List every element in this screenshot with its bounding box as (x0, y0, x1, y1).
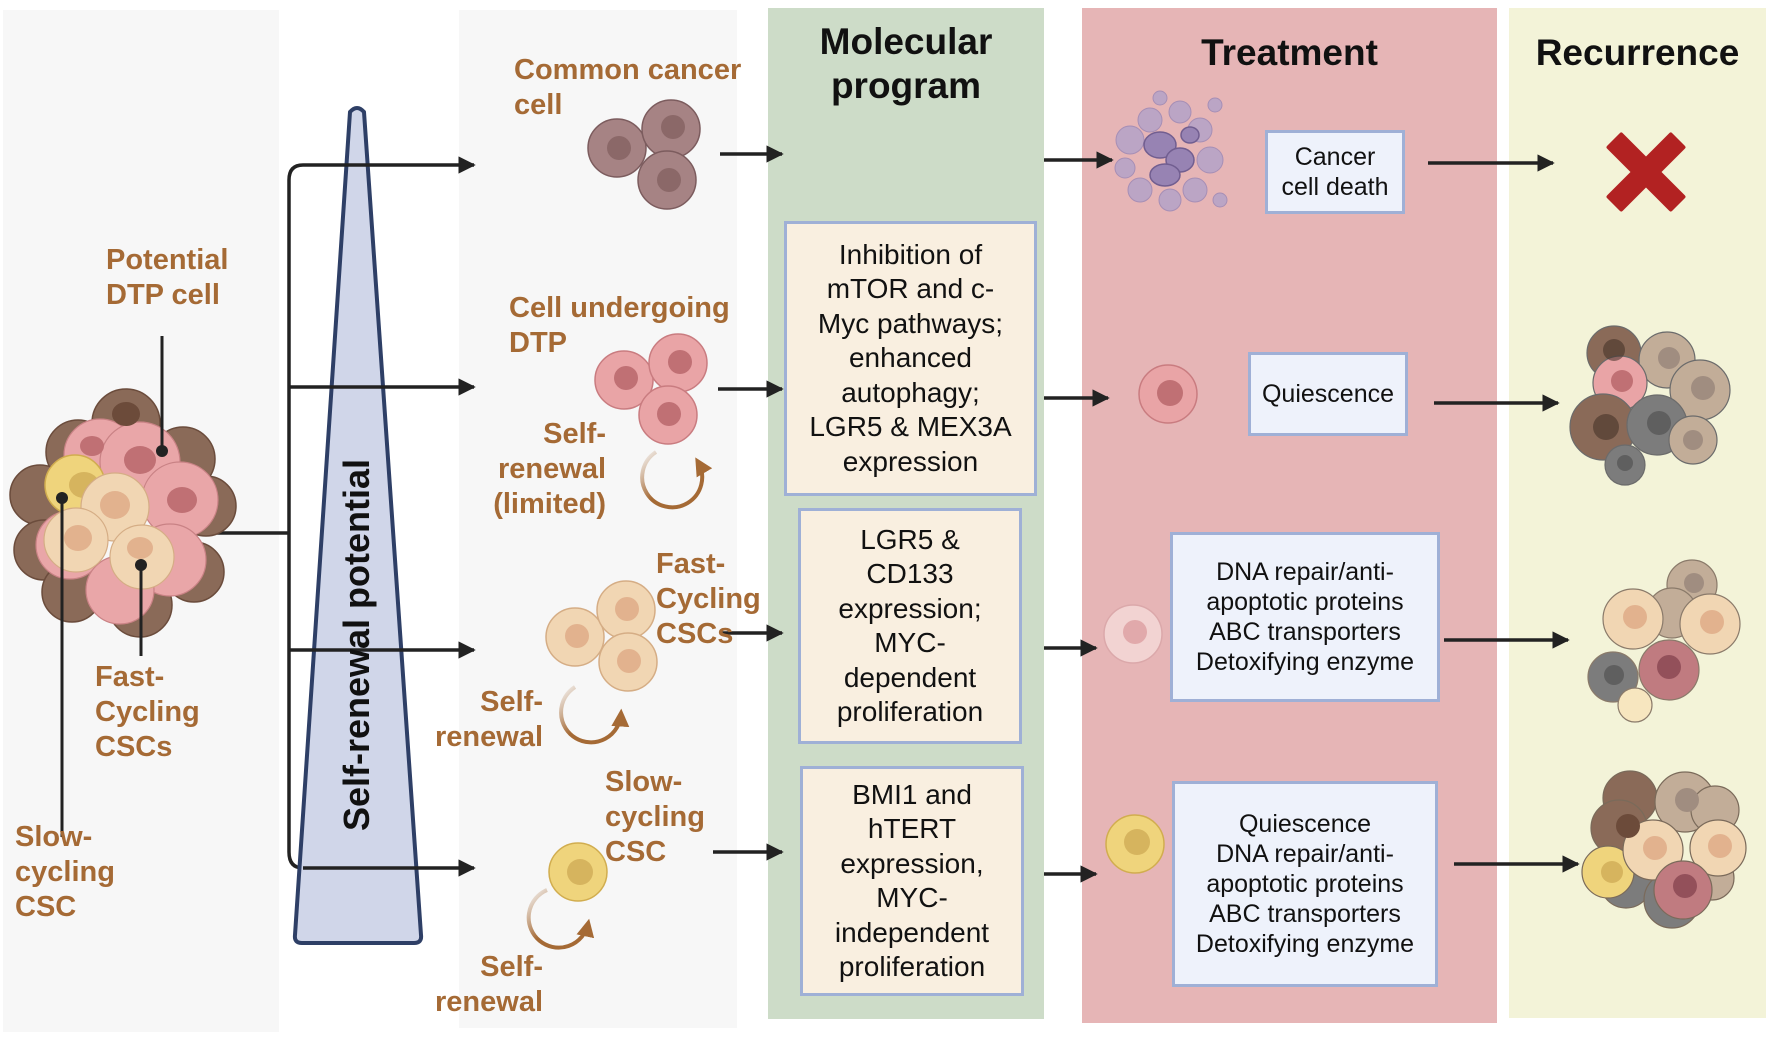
label-self-renewal-fast: Self- renewal (435, 686, 543, 753)
treatment-box-resistance-fast: DNA repair/anti- apoptotic proteins ABC … (1170, 532, 1440, 702)
fast-cycling-cells-illustration (545, 580, 658, 692)
self-renewal-triangle (292, 106, 424, 945)
label-slow-cycling-csc-row: Slow- cycling CSC (605, 766, 705, 868)
recurrence-cluster-dtp-illustration (1569, 325, 1731, 486)
dtp-cells-illustration (594, 333, 708, 445)
recurrence-cluster-fast-illustration (1587, 559, 1741, 723)
molecular-box-slow-cycling: BMI1 and hTERT expression, MYC- independ… (800, 766, 1024, 996)
self-renewal-arrow-limited (640, 450, 713, 510)
treatment-arrows (1044, 151, 1114, 883)
label-slow-cycling-csc: Slow- cycling CSC (15, 821, 115, 923)
slow-cycling-cell-treated-illustration (1105, 814, 1165, 874)
quiescent-dtp-cell-illustration (1138, 364, 1198, 424)
column-title-molecular-program: Molecular program (819, 21, 993, 106)
treatment-box-quiescence: Quiescence (1248, 352, 1408, 436)
common-cancer-cells-illustration (587, 99, 701, 210)
faded-fast-cycling-cell-illustration (1103, 604, 1163, 664)
slow-cycling-cell-illustration (548, 842, 608, 902)
self-renewal-potential-label: Self-renewal potential (336, 458, 377, 832)
molecular-box-dtp: Inhibition of mTOR and c- Myc pathways; … (784, 221, 1037, 496)
recurrence-cluster-slow-illustration (1581, 770, 1747, 929)
dying-cell-debris-illustration (1114, 90, 1228, 212)
branch-arrows (289, 156, 476, 877)
self-renewal-arrow-slow (526, 888, 595, 950)
recurrence-arrows (1428, 154, 1580, 873)
column-title-treatment: Treatment (1201, 32, 1378, 73)
label-self-renewal-slow: Self- renewal (435, 951, 543, 1018)
treatment-box-resistance-slow: Quiescence DNA repair/anti- apoptotic pr… (1172, 781, 1438, 987)
bracket-vertical (287, 163, 304, 870)
molecular-arrows (713, 145, 784, 861)
label-potential-dtp-cell: Potential DTP cell (106, 244, 229, 311)
label-cell-undergoing-dtp: Cell undergoing DTP (509, 292, 730, 359)
label-self-renewal-limited: Self- renewal (limited) (493, 418, 606, 520)
branch-bracket (217, 163, 304, 870)
molecular-box-fast-cycling: LGR5 & CD133 expression; MYC- dependent … (798, 508, 1022, 744)
tumor-cluster-illustration (9, 336, 237, 837)
label-fast-cycling-cscs: Fast- Cycling CSCs (95, 661, 200, 763)
label-common-cancer-cell: Common cancer cell (514, 54, 742, 121)
self-renewal-arrow-fast (559, 685, 630, 745)
label-fast-cycling-cscs-row: Fast- Cycling CSCs (656, 548, 761, 650)
red-cross-icon (1606, 132, 1686, 212)
treatment-box-cell-death: Cancer cell death (1265, 130, 1405, 214)
column-title-recurrence: Recurrence (1535, 32, 1740, 73)
